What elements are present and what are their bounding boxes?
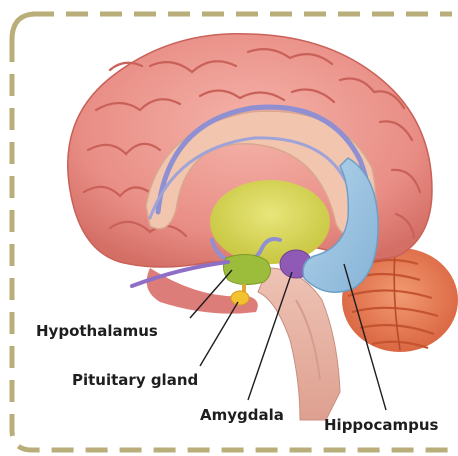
label-pituitary-gland: Pituitary gland bbox=[72, 371, 198, 389]
thalamus bbox=[210, 180, 330, 264]
label-amygdala: Amygdala bbox=[200, 406, 284, 424]
label-hippocampus: Hippocampus bbox=[324, 416, 438, 434]
hypothalamus bbox=[223, 254, 270, 284]
label-hypothalamus: Hypothalamus bbox=[36, 322, 158, 340]
pituitary-gland bbox=[231, 284, 249, 305]
